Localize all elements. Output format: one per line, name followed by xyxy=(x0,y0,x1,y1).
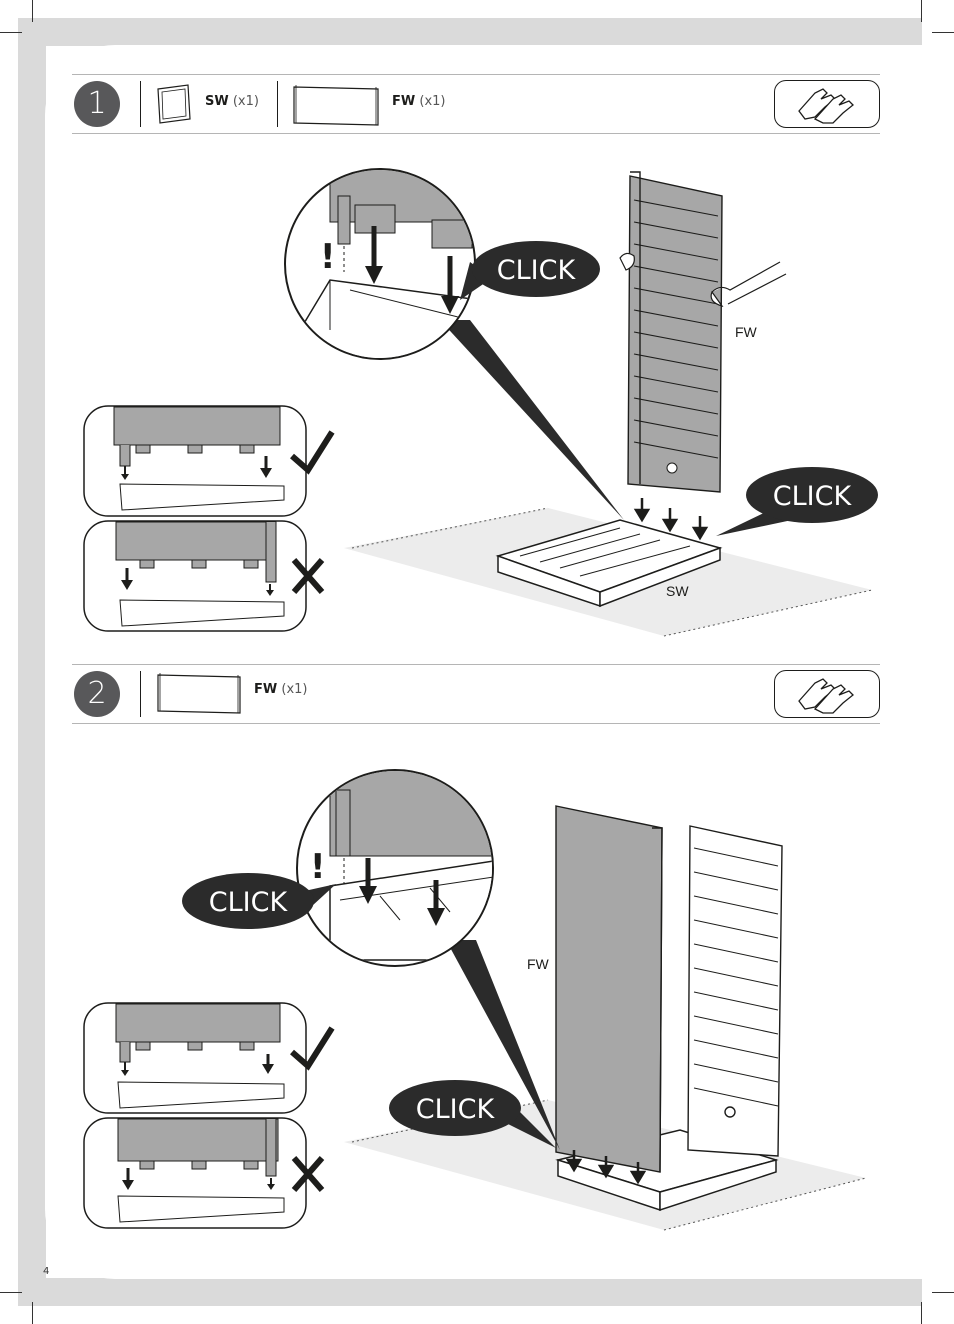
gloves-required-box xyxy=(774,670,880,718)
hand-right xyxy=(710,261,787,308)
step-1-number: 1 xyxy=(74,81,120,127)
correct-detail xyxy=(83,405,335,517)
fw-part-icon xyxy=(293,85,379,126)
click-label: CLICK xyxy=(497,255,577,286)
page-border-left xyxy=(18,18,46,1306)
divider xyxy=(277,81,278,127)
arrows-down xyxy=(633,498,709,541)
fw-label: FW xyxy=(735,324,758,340)
sw-base xyxy=(495,519,723,608)
click-label: CLICK xyxy=(416,1094,496,1125)
correct-detail xyxy=(83,1002,335,1114)
click-label: CLICK xyxy=(773,481,853,512)
gloves-icon xyxy=(798,678,854,714)
crop-mark xyxy=(32,1302,33,1324)
crop-mark xyxy=(921,0,922,22)
checkmark-icon xyxy=(290,1026,335,1071)
crop-mark xyxy=(932,1292,954,1293)
part-code: FW xyxy=(254,682,278,697)
incorrect-detail xyxy=(83,1117,325,1229)
crop-mark xyxy=(932,32,954,33)
warning-mark: ! xyxy=(310,847,326,887)
click-callout: CLICK xyxy=(182,873,336,929)
zoom-pointer xyxy=(446,940,560,1150)
zoom-pointer xyxy=(440,320,624,520)
fw-part-label: FW (x1) xyxy=(254,682,307,697)
sw-label: SW xyxy=(666,583,689,599)
crop-mark xyxy=(921,1302,922,1324)
step-1-header: 1 SW (x1) FW (x1) xyxy=(72,74,880,134)
click-callout: CLICK xyxy=(460,241,600,300)
page-number: 4 xyxy=(43,1266,50,1277)
page-border-bottom xyxy=(18,1278,922,1306)
gloves-required-box xyxy=(774,80,880,128)
click-callout: CLICK xyxy=(389,1080,556,1148)
fw-label: FW xyxy=(527,956,550,972)
part-code: FW xyxy=(392,94,416,109)
hand-left xyxy=(619,252,635,271)
divider xyxy=(140,81,141,127)
fw-part-label: FW (x1) xyxy=(392,94,445,109)
step-2-header: 2 FW (x1) xyxy=(72,664,880,724)
arrows-down xyxy=(565,1150,647,1185)
crop-mark xyxy=(0,32,22,33)
warning-mark: ! xyxy=(320,237,336,277)
sw-part-label: SW (x1) xyxy=(205,94,259,109)
fw-part-icon xyxy=(157,673,241,714)
sw-part-icon xyxy=(157,84,191,124)
page-border-top xyxy=(18,18,922,46)
crop-mark xyxy=(32,0,33,22)
incorrect-detail xyxy=(83,520,325,632)
click-callout: CLICK xyxy=(716,467,878,536)
fw-panel xyxy=(555,805,663,1173)
back-panel xyxy=(687,825,783,1157)
checkmark-icon xyxy=(290,430,335,475)
part-qty: (x1) xyxy=(281,682,308,697)
zoom-detail-2: ! xyxy=(296,769,494,967)
step-2-number: 2 xyxy=(74,671,120,717)
divider xyxy=(140,671,141,717)
part-code: SW xyxy=(205,94,229,109)
gloves-icon xyxy=(798,88,854,124)
part-qty: (x1) xyxy=(232,94,259,109)
part-qty: (x1) xyxy=(419,94,446,109)
cross-icon xyxy=(291,558,325,594)
crop-mark xyxy=(0,1292,22,1293)
fw-panel xyxy=(627,171,723,493)
cross-icon xyxy=(291,1156,325,1192)
click-label: CLICK xyxy=(209,887,289,918)
